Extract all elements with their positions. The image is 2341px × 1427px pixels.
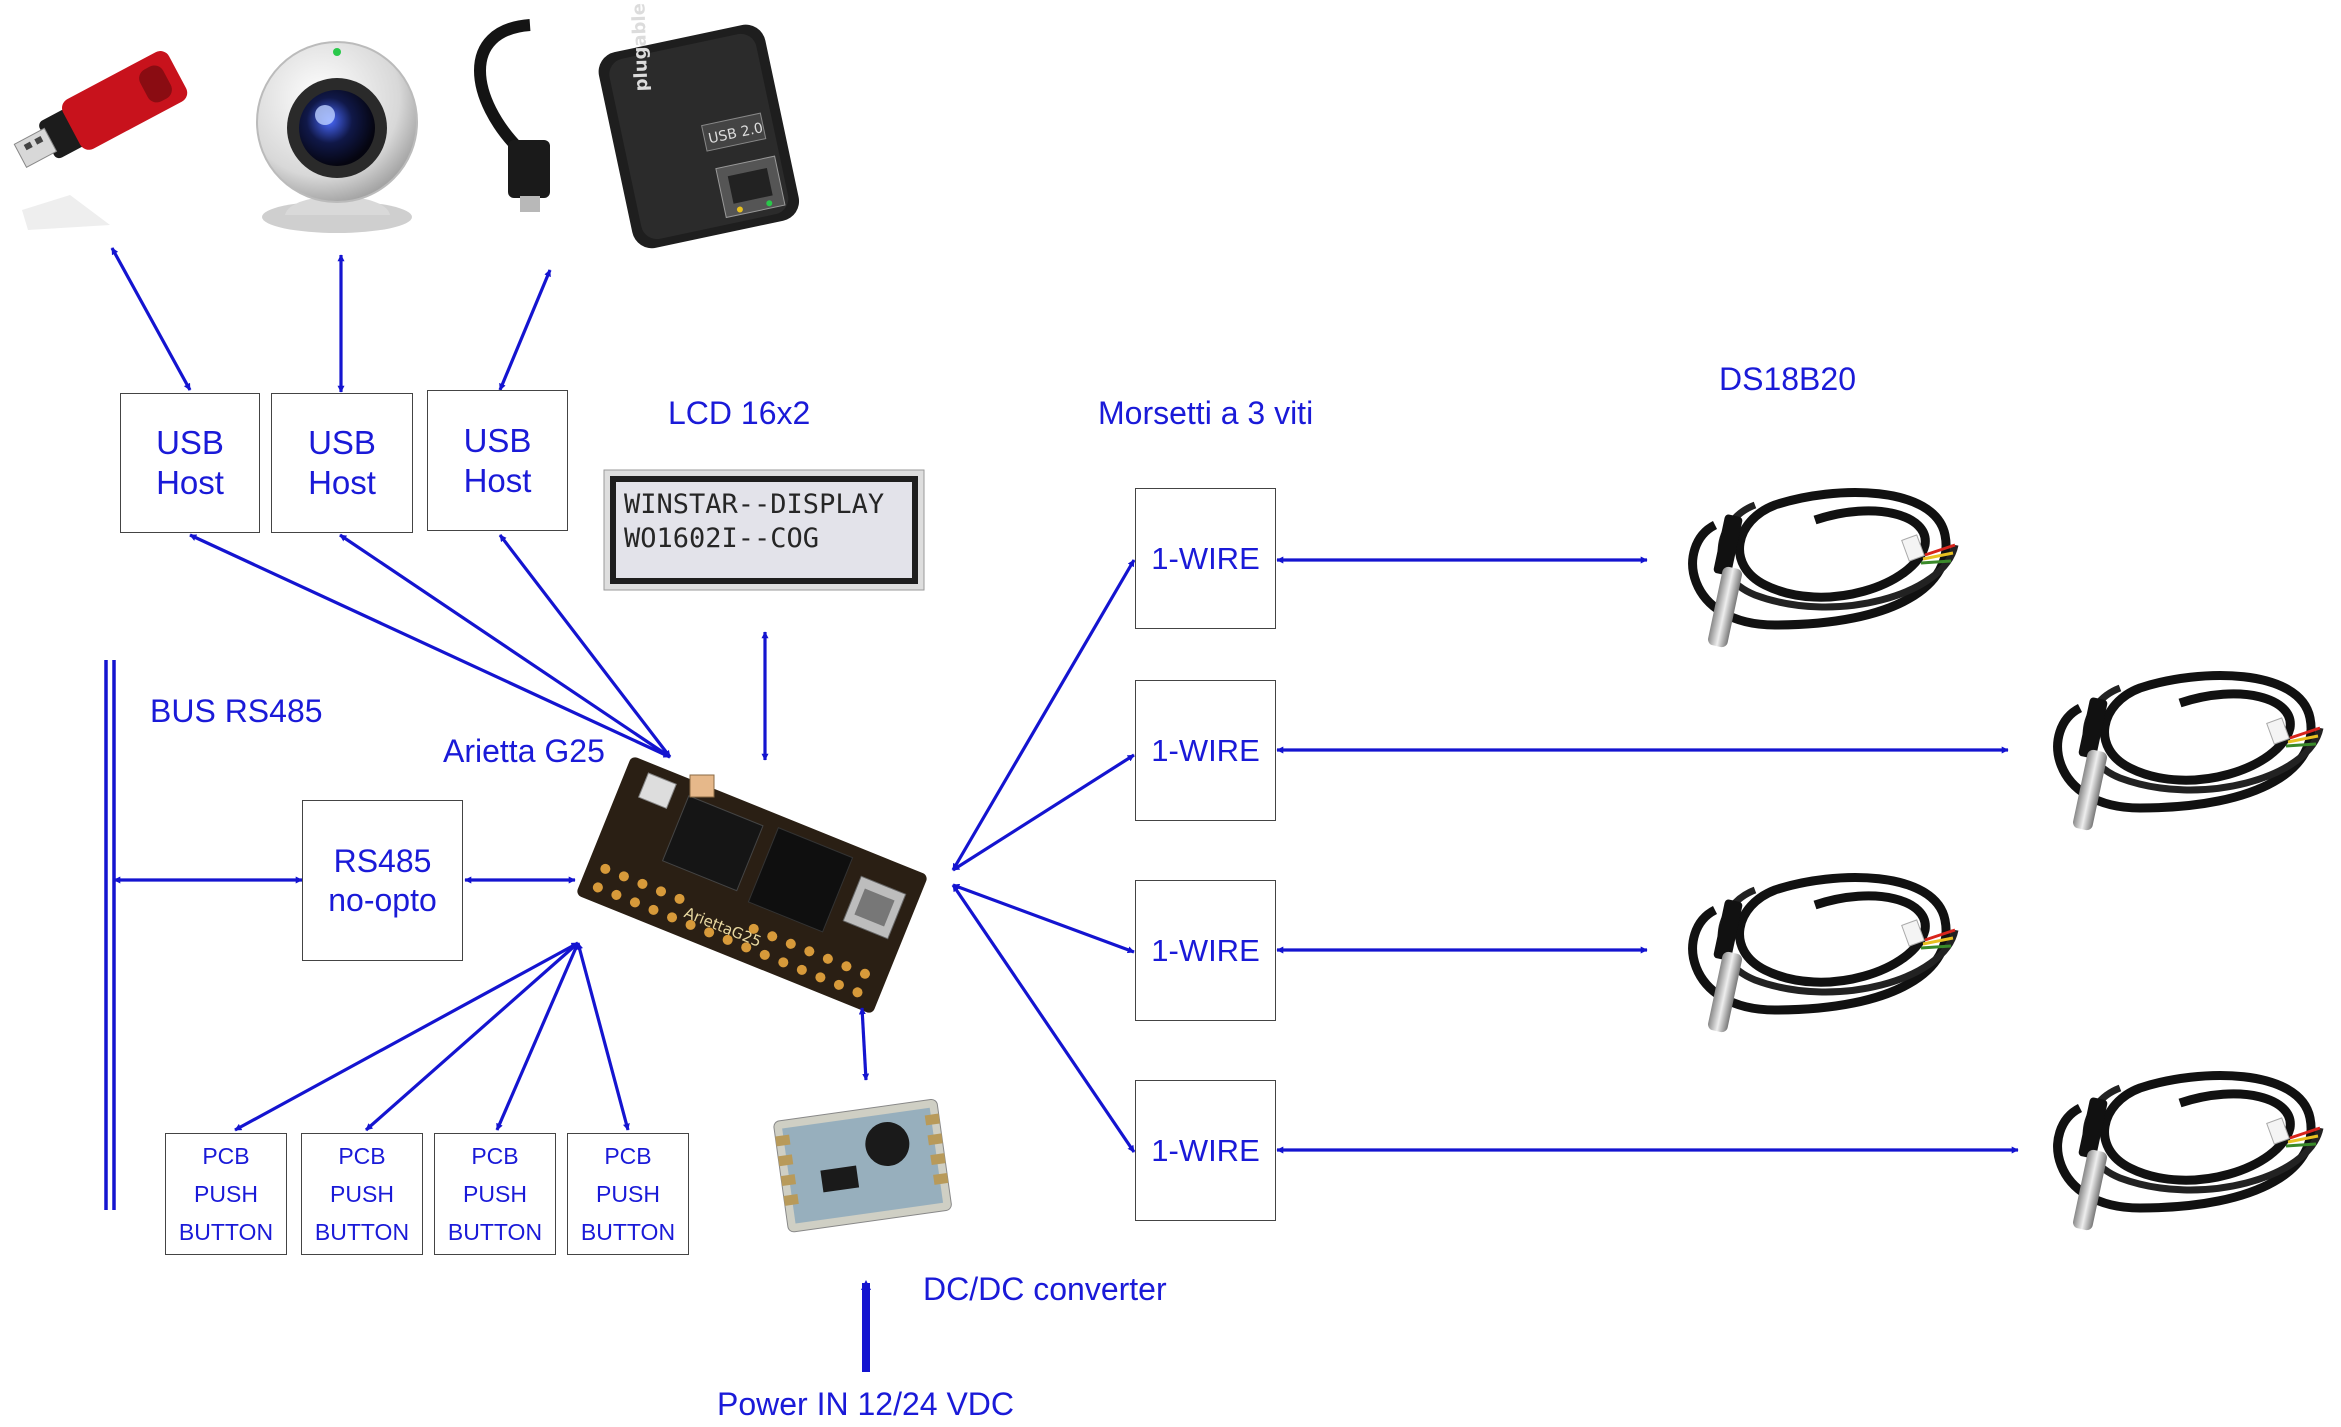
- pcb-line1: PCB: [471, 1143, 519, 1169]
- pcb-push-button-3: PCB PUSH BUTTON: [434, 1133, 556, 1255]
- arrow-board-pcb1: [234, 941, 579, 1132]
- pcb-line1: PCB: [202, 1143, 250, 1169]
- onewire-label: 1-WIRE: [1151, 932, 1260, 968]
- rs485-box: RS485 no-opto: [302, 800, 463, 961]
- arrow-adapter-usb3: [498, 269, 552, 391]
- pcb-line3: BUTTON: [178, 1219, 274, 1245]
- arrow-board-pcb4: [576, 942, 630, 1131]
- lcd-row-2: WO1602I--COG: [624, 523, 819, 554]
- usb-host-line1: USB: [156, 424, 224, 461]
- arrow-board-pcb3: [495, 942, 580, 1131]
- bus-label: BUS RS485: [150, 693, 323, 729]
- arrow-board-1wire1: [951, 559, 1136, 871]
- dcdc-module-icon: [773, 1098, 952, 1233]
- usb-flash-drive-icon: [13, 51, 188, 230]
- lcd-row-1: WINSTAR--DISPLAY: [624, 489, 884, 520]
- arrow-usb3-board: [498, 534, 672, 758]
- lcd-display-icon: WINSTAR--DISPLAY WO1602I--COG: [603, 469, 925, 591]
- pcb-push-button-2: PCB PUSH BUTTON: [301, 1133, 423, 1255]
- onewire-box-3: 1-WIRE: [1135, 880, 1276, 1021]
- onewire-label: 1-WIRE: [1151, 540, 1260, 576]
- arrow-flashdrive-usb1: [110, 247, 192, 391]
- pcb-line2: PUSH: [330, 1181, 394, 1207]
- pcb-line2: PUSH: [463, 1181, 527, 1207]
- usb-host-line2: Host: [156, 464, 224, 501]
- usb-host-line1: USB: [308, 424, 376, 461]
- pcb-push-button-1: PCB PUSH BUTTON: [165, 1133, 287, 1255]
- rs485-line1: RS485: [333, 842, 432, 879]
- usb-host-line2: Host: [463, 461, 532, 499]
- usb-ethernet-adapter-icon: plugable USB 2.0: [474, 3, 800, 249]
- terminals-title: Morsetti a 3 viti: [1098, 395, 1314, 431]
- pcb-line3: BUTTON: [580, 1219, 676, 1245]
- arrow-board-1wire2: [952, 753, 1135, 872]
- usb-host-box-1: USB Host: [120, 393, 260, 533]
- arrow-board-1wire3: [952, 883, 1135, 954]
- board-label: Arietta G25: [443, 733, 605, 769]
- dcdc-label: DC/DC converter: [923, 1271, 1167, 1307]
- arrow-board-dcdc: [858, 1007, 870, 1081]
- usb-host-line2: Host: [308, 464, 376, 501]
- power-label: Power IN 12/24 VDC: [717, 1386, 1015, 1422]
- rs485-bus-line: [104, 660, 116, 1210]
- connection-arrows: [110, 247, 2019, 1154]
- onewire-box-1: 1-WIRE: [1135, 488, 1276, 629]
- onewire-box-2: 1-WIRE: [1135, 680, 1276, 821]
- pcb-line1: PCB: [604, 1143, 652, 1169]
- onewire-label: 1-WIRE: [1151, 1132, 1260, 1168]
- pcb-line1: PCB: [338, 1143, 386, 1169]
- usb-host-line1: USB: [463, 421, 532, 459]
- pcb-line2: PUSH: [194, 1181, 258, 1207]
- onewire-box-4: 1-WIRE: [1135, 1080, 1276, 1221]
- pcb-line3: BUTTON: [314, 1219, 410, 1245]
- pcb-line3: BUTTON: [447, 1219, 543, 1245]
- sensor-title: DS18B20: [1719, 361, 1856, 397]
- pcb-line2: PUSH: [596, 1181, 660, 1207]
- arrow-board-1wire4: [951, 884, 1136, 1153]
- adapter-brand-text: plugable: [628, 3, 652, 92]
- onewire-label: 1-WIRE: [1151, 732, 1260, 768]
- webcam-icon: [256, 41, 418, 233]
- temperature-probe-icon: [1693, 493, 2320, 1232]
- pcb-push-button-4: PCB PUSH BUTTON: [567, 1133, 689, 1255]
- rs485-line2: no-opto: [328, 881, 437, 918]
- arrow-board-pcb2: [364, 941, 580, 1132]
- usb-host-box-2: USB Host: [271, 393, 413, 533]
- usb-host-box-3: USB Host: [427, 390, 568, 531]
- lcd-title: LCD 16x2: [668, 395, 811, 431]
- arietta-board-icon: AriettaG25: [577, 757, 927, 1013]
